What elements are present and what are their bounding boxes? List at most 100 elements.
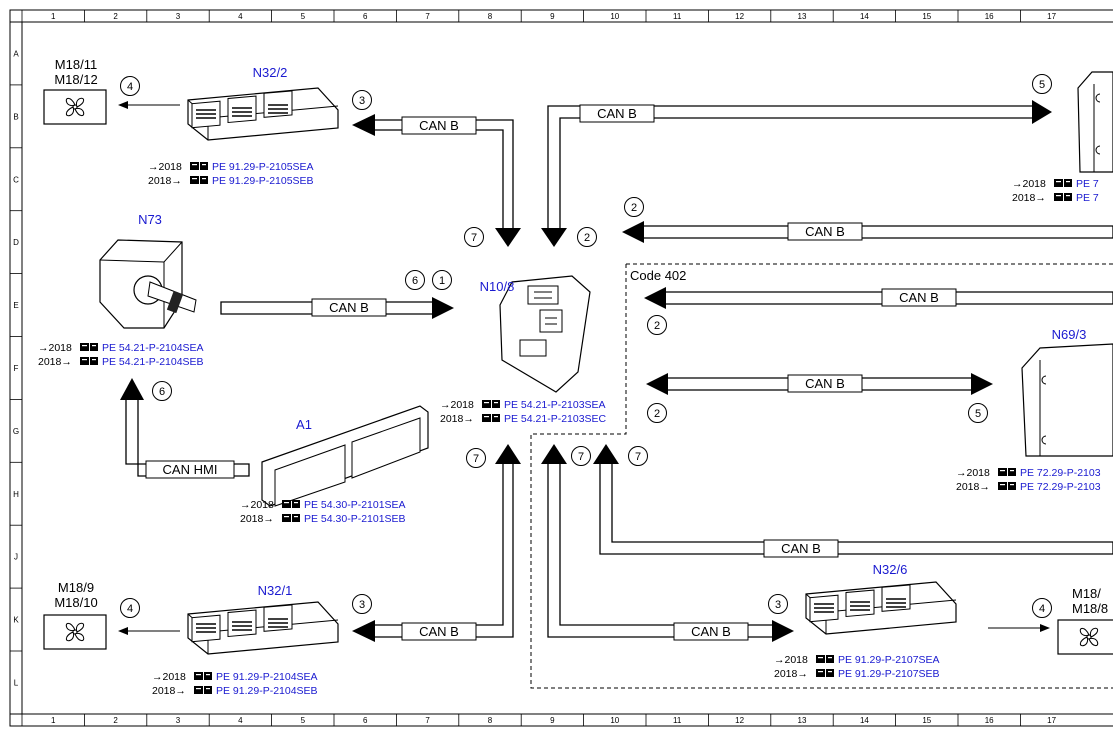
manual-book-icon — [80, 343, 98, 351]
n73-label: N73 — [138, 212, 162, 227]
bus-label-n73: CAN B — [329, 300, 369, 315]
grid-col-top-14: 14 — [860, 12, 869, 21]
fan-bottom-label-2: M18/10 — [54, 595, 97, 610]
a1-ref-2[interactable]: 2018→PE 54.30-P-2101SEB — [240, 513, 406, 525]
n69-3-ref-2[interactable]: 2018→PE 72.29-P-2103 — [956, 481, 1101, 493]
manual-book-icon — [482, 414, 500, 422]
ref-code-link[interactable]: PE 91.29-P-2104SEB — [216, 685, 318, 697]
bus-label-d: CAN B — [805, 224, 845, 239]
ref-code-link[interactable]: PE 91.29-P-2107SEB — [838, 668, 940, 680]
callout-number: 2 — [654, 320, 660, 332]
callout-3-16: 3 — [352, 594, 372, 614]
callout-6-9: 6 — [152, 381, 172, 401]
ref-prefix: →2018 — [956, 467, 990, 479]
a1-display — [261, 405, 429, 507]
callout-3-17: 3 — [768, 594, 788, 614]
manual-book-icon — [190, 162, 208, 170]
grid-col-top-17: 17 — [1047, 12, 1056, 21]
ref-code-link[interactable]: PE 54.30-P-2101SEB — [304, 513, 406, 525]
bus-label-can-hmi: CAN HMI — [163, 462, 218, 477]
bus-label-n69-3: CAN B — [805, 376, 845, 391]
grid-row-A: A — [13, 49, 19, 58]
ref-code-link[interactable]: PE 91.29-P-2104SEA — [216, 671, 318, 683]
grid-col-top-5: 5 — [301, 12, 306, 21]
n10-8-ref-2[interactable]: 2018→PE 54.21-P-2103SEC — [440, 413, 607, 425]
manual-book-icon — [282, 514, 300, 522]
n10-8-module — [499, 275, 591, 393]
ref-prefix: →2018 — [38, 342, 72, 354]
callout-number: 4 — [127, 603, 133, 615]
grid-col-top-8: 8 — [488, 12, 493, 21]
callout-number: 2 — [654, 408, 660, 420]
ref-code-link[interactable]: PE 91.29-P-2105SEA — [212, 161, 314, 173]
n32-2-ref-2[interactable]: 2018→ PE 91.29-P-2105SEB — [148, 175, 314, 187]
callout-4-15: 4 — [120, 598, 140, 618]
fan-top-label-2: M18/12 — [54, 72, 97, 87]
n32-1-module — [187, 601, 339, 655]
ref-code-link[interactable]: PE 72.29-P-2103 — [1020, 481, 1101, 493]
ref-code-link[interactable]: PE 54.21-P-2103SEA — [504, 399, 606, 411]
ref-code-link[interactable]: PE 72.29-P-2103 — [1020, 467, 1101, 479]
manual-book-icon — [194, 686, 212, 694]
ref-prefix: 2018→ — [148, 175, 182, 187]
ref-code-link[interactable]: PE 7 — [1076, 192, 1099, 204]
top-right-ref-2[interactable]: 2018→PE 7 — [1012, 192, 1099, 204]
n32-6-ref-2[interactable]: 2018→ PE 91.29-P-2107SEB — [774, 668, 940, 680]
fan-top-icon — [43, 89, 107, 125]
grid-col-top-11: 11 — [673, 12, 682, 21]
a1-ref-1[interactable]: →2018 PE 54.30-P-2101SEA — [240, 499, 406, 511]
callout-number: 1 — [439, 275, 445, 287]
ref-code-link[interactable]: PE 7 — [1076, 178, 1099, 190]
grid-row-J: J — [14, 553, 18, 562]
n73-ref-1[interactable]: →2018 PE 54.21-P-2104SEA — [38, 342, 204, 354]
ref-code-link[interactable]: PE 91.29-P-2105SEB — [212, 175, 314, 187]
arrow-to-n10-8-top — [495, 228, 521, 247]
ref-prefix: →2018 — [240, 499, 274, 511]
callout-number: 5 — [975, 408, 981, 420]
ref-code-link[interactable]: PE 54.21-P-2103SEC — [504, 413, 607, 425]
callout-6-6: 6 — [405, 270, 425, 290]
bus-label-n32-2: CAN B — [419, 118, 459, 133]
n32-1-ref-2[interactable]: 2018→ PE 91.29-P-2104SEB — [152, 685, 318, 697]
grid-row-K: K — [13, 616, 19, 625]
ref-code-link[interactable]: PE 54.21-P-2104SEA — [102, 342, 204, 354]
arrow-to-n10-8-right — [541, 228, 567, 247]
callout-number: 2 — [631, 202, 637, 214]
callout-2-10: 2 — [647, 403, 667, 423]
manual-book-icon — [1054, 193, 1072, 201]
callout-2-3: 2 — [624, 197, 644, 217]
ref-prefix: 2018→ — [774, 668, 808, 680]
n73-ignition-switch — [99, 239, 197, 329]
manual-book-icon — [482, 400, 500, 408]
n32-2-label: N32/2 — [253, 65, 288, 80]
callout-number: 6 — [159, 386, 165, 398]
n10-8-label: N10/8 — [480, 279, 515, 294]
grid-col-top-6: 6 — [363, 12, 368, 21]
fan-right-icon — [1057, 619, 1113, 655]
grid-col-bottom-5: 5 — [301, 716, 306, 725]
manual-book-icon — [80, 357, 98, 365]
grid-col-bottom-13: 13 — [798, 716, 807, 725]
callout-number: 4 — [1039, 603, 1045, 615]
n69-3-ref-1[interactable]: →2018 PE 72.29-P-2103 — [956, 467, 1101, 479]
grid-col-bottom-10: 10 — [610, 716, 619, 725]
ref-code-link[interactable]: PE 54.21-P-2104SEB — [102, 356, 204, 368]
callout-7-14: 7 — [628, 446, 648, 466]
grid-row-G: G — [13, 427, 19, 436]
grid-col-bottom-7: 7 — [425, 716, 430, 725]
callout-number: 3 — [775, 599, 781, 611]
arrow-to-n32-2 — [352, 114, 375, 136]
ref-code-link[interactable]: PE 91.29-P-2107SEA — [838, 654, 940, 666]
ref-prefix: 2018→ — [152, 685, 186, 697]
callout-number: 7 — [578, 451, 584, 463]
grid-col-bottom-17: 17 — [1047, 716, 1056, 725]
n32-1-label: N32/1 — [258, 583, 293, 598]
ref-code-link[interactable]: PE 54.30-P-2101SEA — [304, 499, 406, 511]
n73-ref-2[interactable]: 2018→PE 54.21-P-2104SEB — [38, 356, 204, 368]
